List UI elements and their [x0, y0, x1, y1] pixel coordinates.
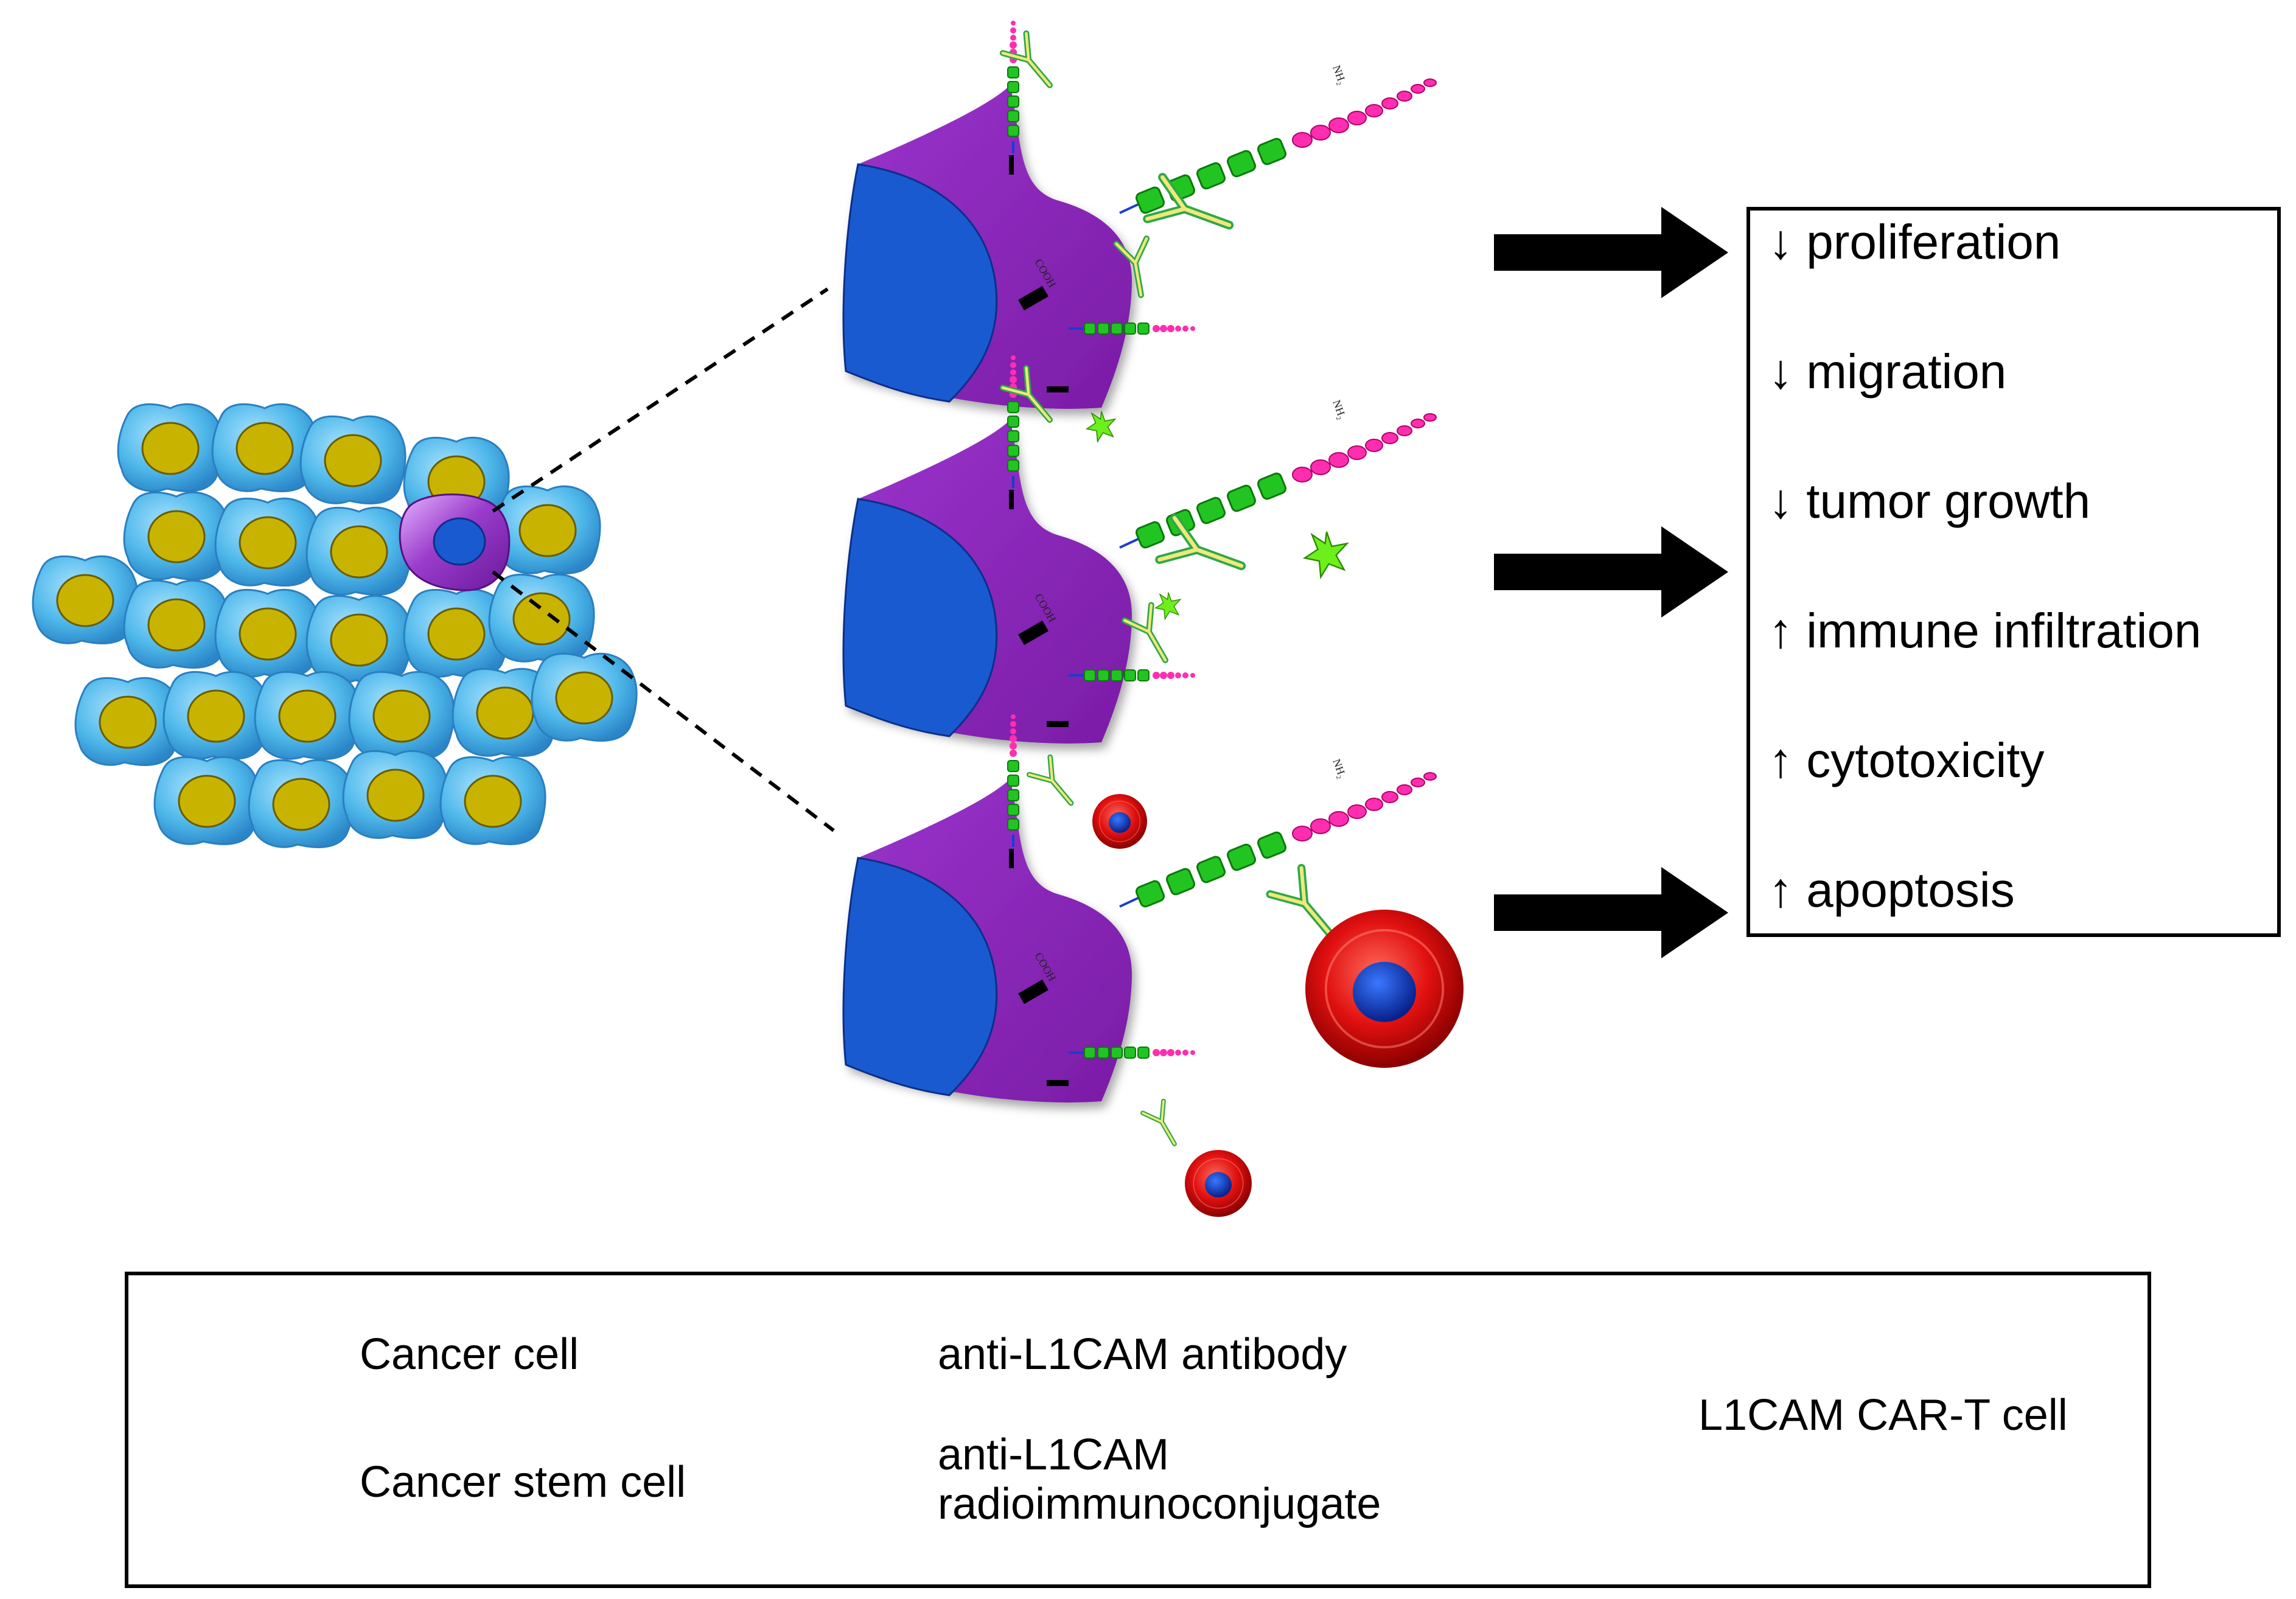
arrow-2 [1494, 526, 1728, 618]
nh2-label-1: NH₂ [1330, 64, 1349, 86]
nh2-label-3: NH₂ [1330, 758, 1349, 780]
outcome-4: ↑ immune infiltration [1768, 604, 2202, 658]
legend-cancer-stem-cell-label: Cancer stem cell [360, 1458, 686, 1507]
outcome-2: ↓ migration [1768, 344, 2007, 399]
legend-radioconjugate-label: anti-L1CAM radioimmunoconjugate [938, 1430, 1381, 1528]
arrow-3 [1494, 867, 1728, 958]
outcome-1: ↓ proliferation [1768, 215, 2061, 269]
legend-cancer-cell-label: Cancer cell [360, 1330, 579, 1379]
legend: Cancer cell Cancer stem cell anti-L1CAM … [125, 1272, 2151, 1588]
effect-arrows [1494, 207, 1728, 958]
outcomes-box: ↓ proliferation ↓ migration ↓ tumor grow… [1746, 207, 2281, 937]
tumor-cluster [32, 403, 638, 848]
arrow-1 [1494, 207, 1728, 298]
legend-car-t-label: L1CAM CAR-T cell [1698, 1391, 2068, 1440]
membrane-car-t-panel [843, 713, 1465, 1218]
legend-antibody-label: anti-L1CAM antibody [938, 1330, 1347, 1379]
zoom-lines [492, 287, 835, 832]
outcome-6: ↑ apoptosis [1768, 863, 2015, 917]
nh2-label-2: NH₂ [1330, 399, 1349, 421]
cancer-stem-cell [399, 493, 511, 591]
outcome-5: ↑ cytotoxicity [1768, 733, 2045, 787]
outcome-3: ↓ tumor growth [1768, 474, 2091, 528]
